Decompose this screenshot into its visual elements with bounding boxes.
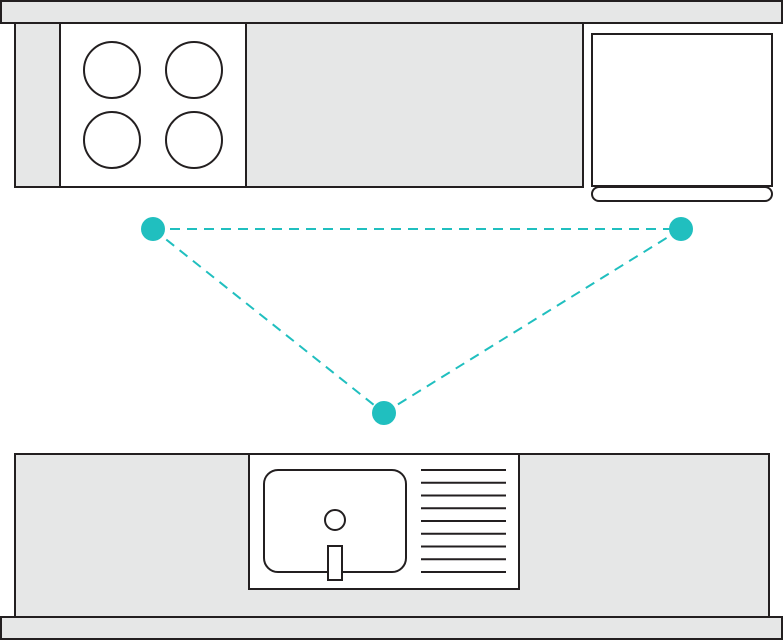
refrigerator [591, 33, 773, 202]
burner-icon [165, 111, 223, 169]
fridge-door-handle [591, 186, 773, 202]
burner-icon [83, 111, 141, 169]
cooktop [59, 22, 247, 188]
burner-icon [165, 41, 223, 99]
cooktop-surface [59, 22, 247, 188]
burner-icon [83, 41, 141, 99]
triangle-edge-cooktop-sink [152, 228, 385, 414]
triangle-point-cooktop [141, 217, 165, 241]
wall-top [0, 0, 783, 24]
faucet-icon [327, 545, 343, 581]
drain-icon [324, 509, 346, 531]
wall-bottom [0, 616, 783, 640]
drainboard [421, 469, 506, 573]
sink [248, 453, 520, 590]
triangle-edge-fridge-sink [383, 228, 682, 414]
triangle-point-sink [372, 401, 396, 425]
fridge-body [591, 33, 773, 187]
work-triangle [141, 217, 693, 425]
triangle-point-fridge [669, 217, 693, 241]
